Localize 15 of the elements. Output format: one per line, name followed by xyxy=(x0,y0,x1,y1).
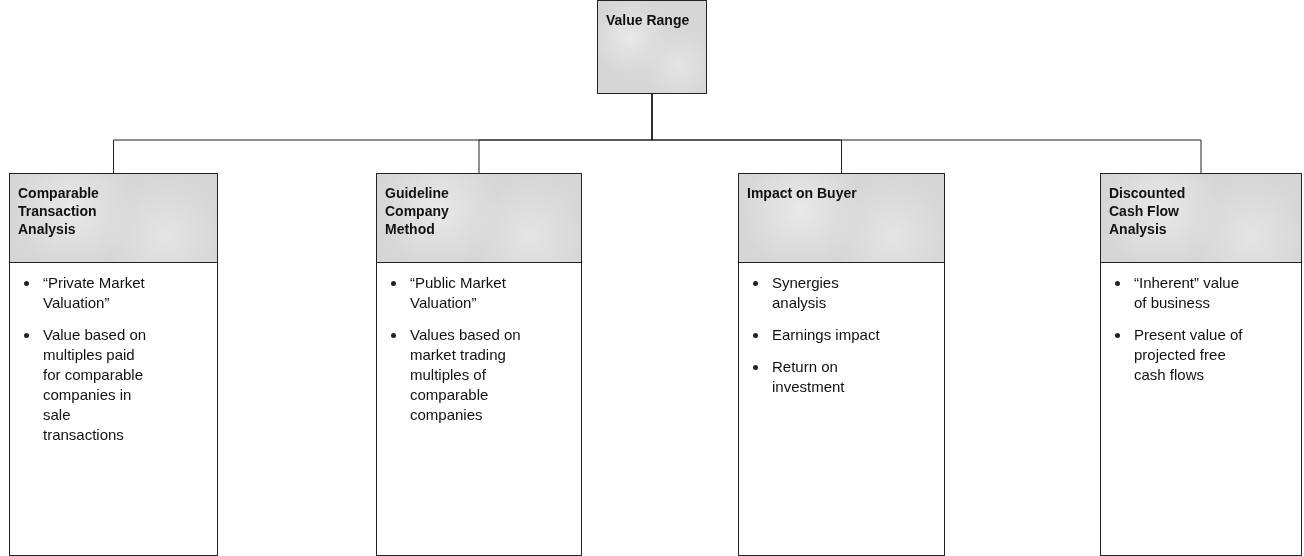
column-heading: Guideline Company Method xyxy=(385,184,450,238)
bullet-text: Values based on market trading multiples of comparable companies xyxy=(410,325,522,425)
column-heading: Discounted Cash Flow Analysis xyxy=(1109,184,1187,238)
bullet-text: Earnings impact xyxy=(772,325,881,345)
bullet-text: “Public Market Valuation” xyxy=(410,273,507,313)
bullet-text: Present value of projected free cash flows xyxy=(1134,325,1244,385)
heading-box: Value Range xyxy=(597,0,707,94)
bullet-text: “Private Market Valuation” xyxy=(43,273,146,313)
connector-line xyxy=(651,93,1202,174)
bullet-text: “Inherent” value of business xyxy=(1134,273,1241,313)
column-heading: Impact on Buyer xyxy=(747,184,857,202)
column-heading: Comparable Transaction Analysis xyxy=(18,184,100,238)
bullet-text: Return on investment xyxy=(772,357,846,397)
bullet-text: Value based on multiples paid for comparable companies in sale transactions xyxy=(43,325,148,445)
bullet-text: Synergies analysis xyxy=(772,273,840,313)
